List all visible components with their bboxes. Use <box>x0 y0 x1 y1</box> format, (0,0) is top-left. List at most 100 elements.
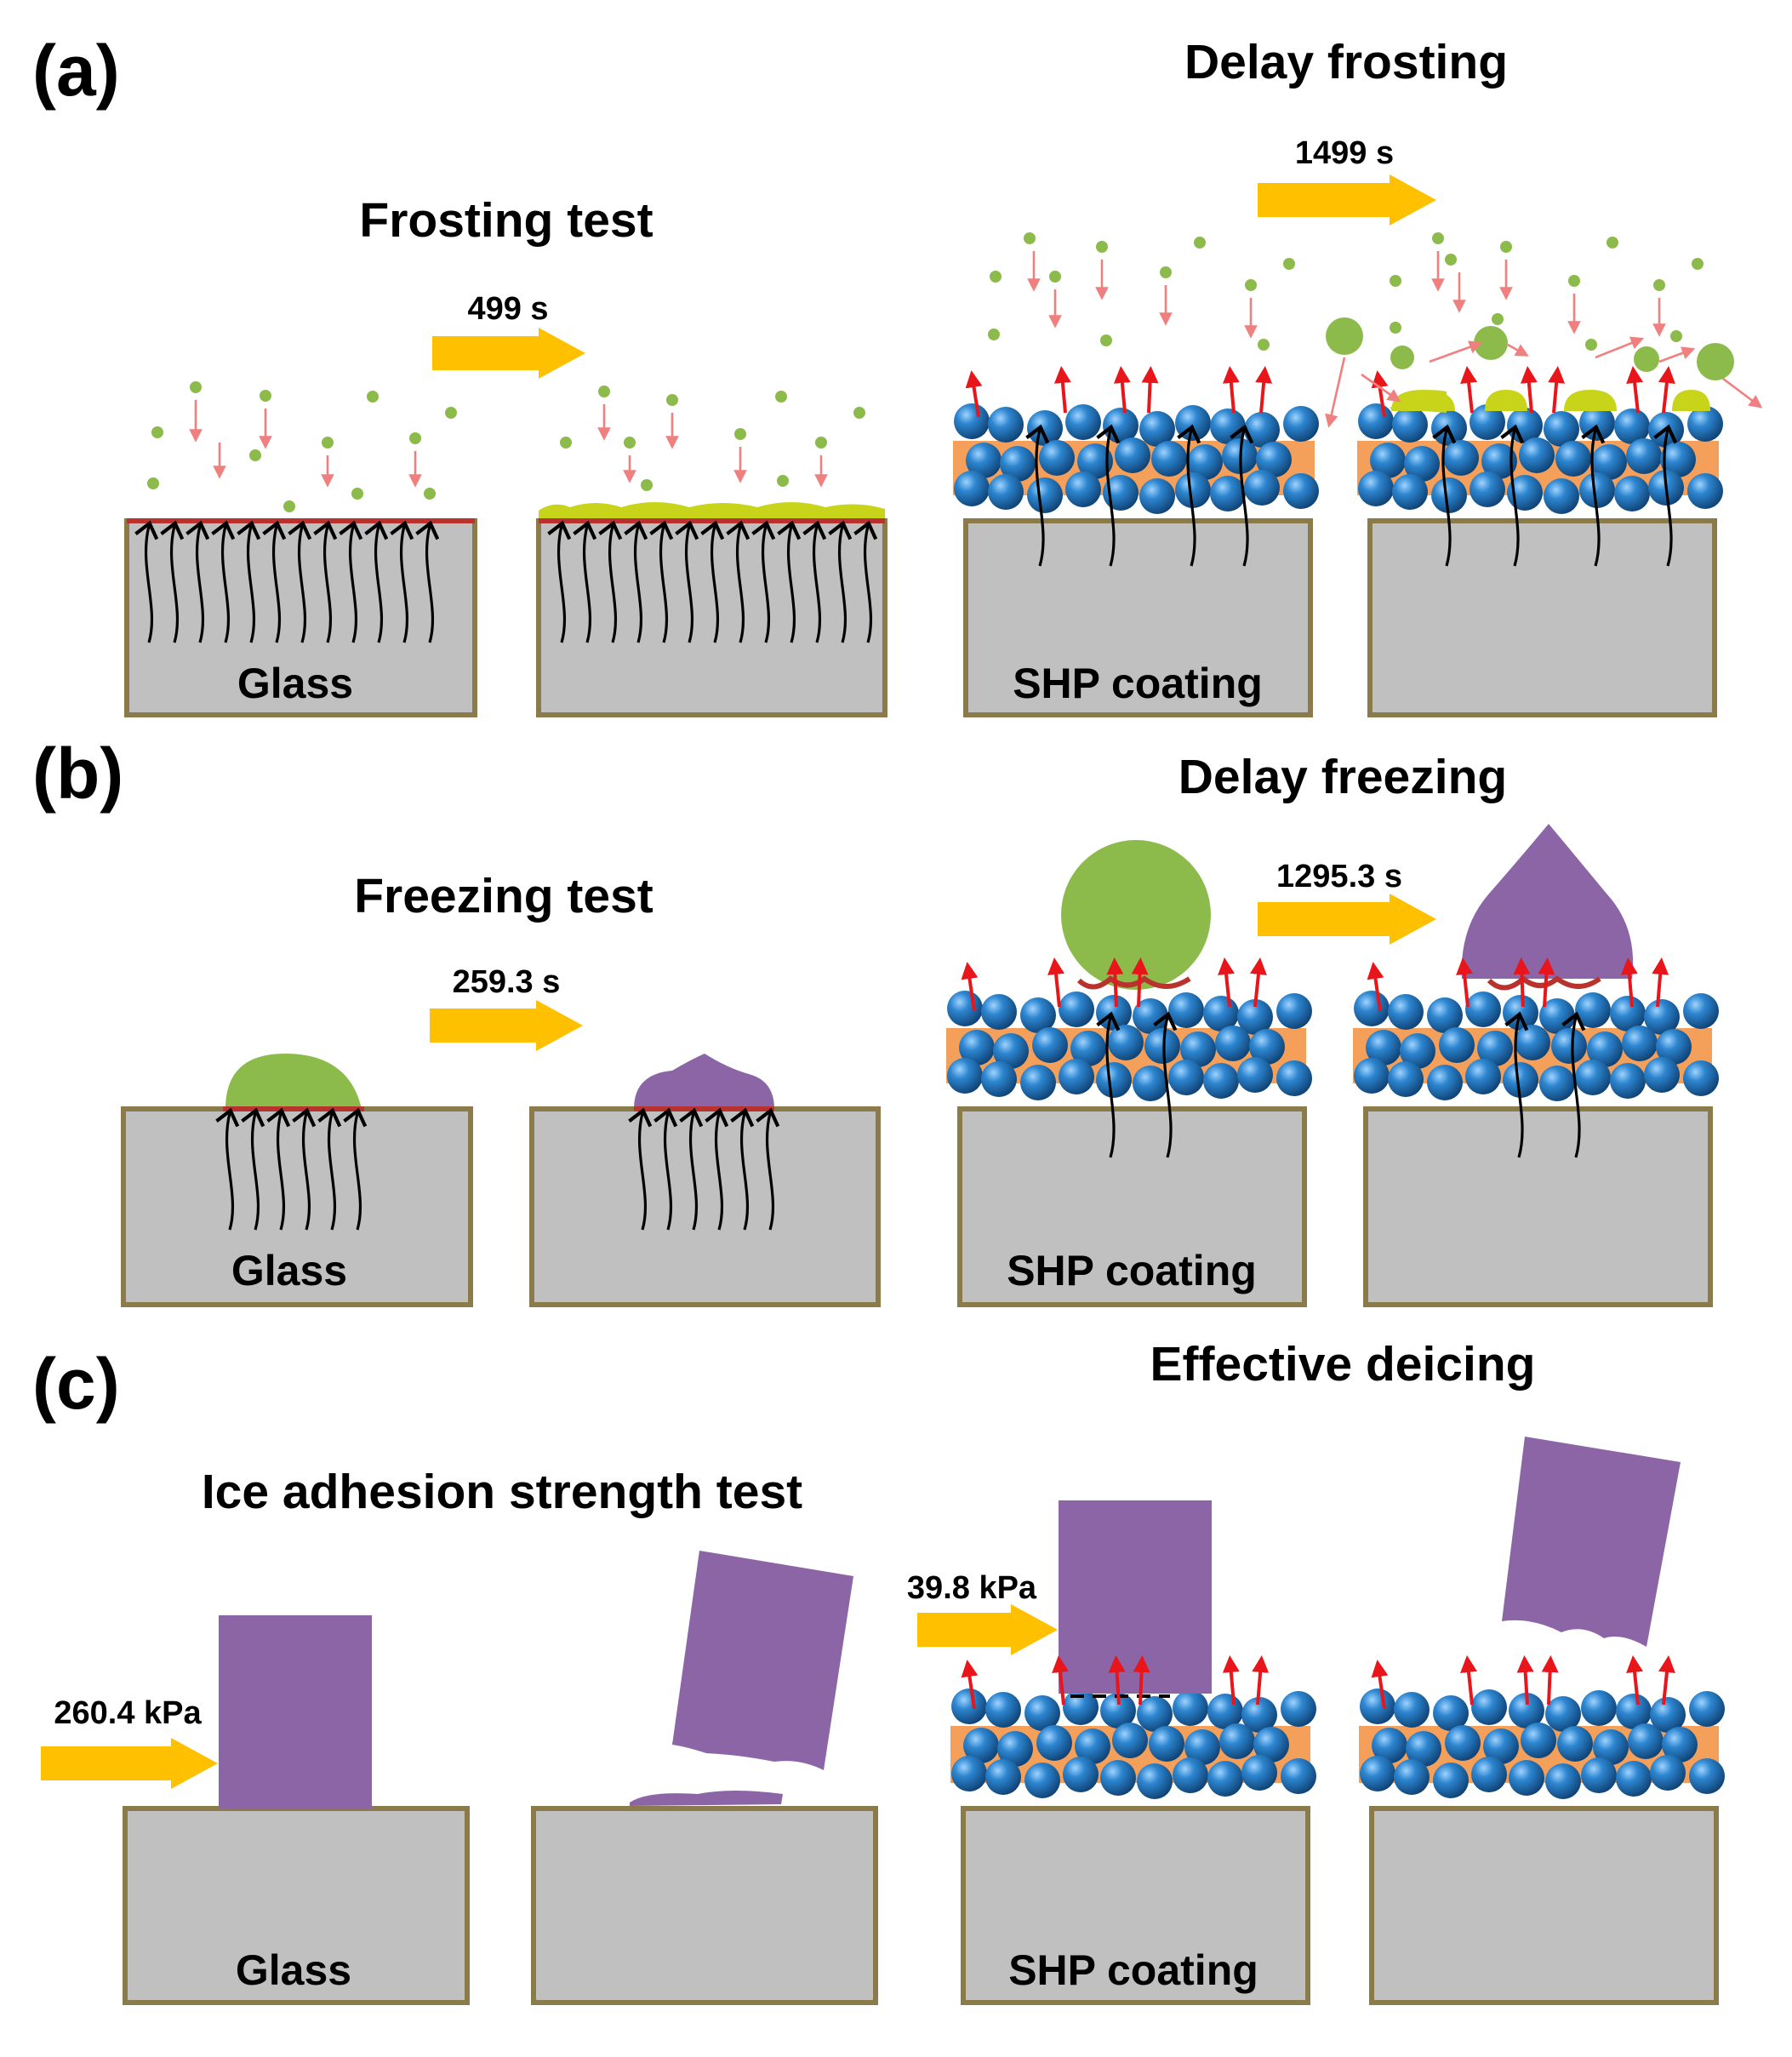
vapor-droplet <box>815 437 827 449</box>
heat-flow-arrow <box>628 1107 653 1231</box>
repel-arrow <box>1658 1655 1675 1706</box>
nanoparticle-sphere <box>1203 1063 1239 1099</box>
heat-flow-arrow <box>1096 1011 1121 1158</box>
nanoparticle-sphere <box>1431 477 1467 513</box>
heat-flow-arrow <box>185 520 210 643</box>
nanoparticle-sphere <box>1253 1727 1289 1763</box>
frost-patch <box>1485 390 1527 411</box>
vapor-droplet <box>283 500 295 512</box>
vapor-droplet <box>853 407 865 419</box>
panel-c-glass-label: Glass <box>236 1946 351 1994</box>
nanoparticle-sphere <box>1683 993 1719 1029</box>
heat-flow-arrow <box>547 520 572 643</box>
heat-flow-arrow <box>624 520 648 643</box>
heat-flow-arrow <box>1500 424 1525 567</box>
nanoparticle-sphere <box>1509 1693 1544 1728</box>
nanoparticle-sphere <box>1249 1029 1285 1065</box>
vapor-droplet <box>1445 254 1457 266</box>
vapor-droplet <box>990 271 1002 283</box>
condensed-droplet <box>1474 326 1508 360</box>
nanoparticle-sphere <box>1139 478 1175 514</box>
nanoparticle-sphere <box>1628 1723 1664 1759</box>
nanoparticle-sphere <box>1622 1026 1658 1061</box>
repel-arrow <box>1367 962 1384 1012</box>
nanoparticle-sphere <box>1519 437 1555 473</box>
nanoparticle-sphere <box>1471 1757 1507 1792</box>
nanoparticle-sphere <box>1616 1761 1652 1797</box>
nanoparticle-sphere <box>1149 1726 1184 1762</box>
vapor-droplet <box>1096 241 1108 253</box>
repel-arrow <box>1218 957 1235 1008</box>
nanoparticle-sphere <box>1433 1763 1469 1798</box>
condensed-droplet <box>1634 346 1659 372</box>
nanoparticle-sphere <box>963 1728 999 1763</box>
nanoparticle-sphere <box>988 474 1024 510</box>
heat-flow-arrow <box>705 1107 729 1231</box>
panel-a-left-time: 499 s <box>467 291 548 327</box>
nanoparticle-sphere <box>1660 442 1696 477</box>
nanoparticle-sphere <box>997 1731 1033 1767</box>
repel-arrow <box>1133 1655 1150 1706</box>
frozen-droplet <box>634 1054 774 1109</box>
nanoparticle-sphere <box>1545 1696 1581 1732</box>
vapor-droplet <box>1258 339 1270 351</box>
nanoparticle-sphere <box>1404 446 1440 482</box>
ice-block <box>1059 1500 1212 1694</box>
heat-flow-arrow <box>675 520 699 643</box>
substrate-block <box>536 518 887 717</box>
panel-a-right-time: 1499 s <box>1295 135 1394 171</box>
nanoparticle-sphere <box>1626 438 1662 474</box>
heat-flow-arrow <box>700 520 725 643</box>
nanoparticle-sphere <box>1689 1758 1725 1794</box>
nanoparticle-sphere <box>954 471 990 506</box>
vapor-arrow <box>1507 343 1529 357</box>
nanoparticle-sphere <box>1370 443 1406 478</box>
vapor-droplet <box>1024 232 1036 244</box>
nanoparticle-sphere <box>1644 999 1680 1035</box>
nanoparticle-sphere <box>1555 441 1591 477</box>
nanoparticle-sphere <box>1059 1059 1094 1094</box>
nanoparticle-sphere <box>1096 1062 1132 1098</box>
process-arrow <box>917 1604 1058 1655</box>
repel-arrow <box>965 370 983 418</box>
nanoparticle-sphere <box>1281 1691 1316 1727</box>
heat-flow-arrow <box>160 520 185 643</box>
repel-arrow <box>961 962 979 1012</box>
heat-flow-arrow <box>1025 424 1050 567</box>
panel-c-left-force: 260.4 kPa <box>54 1695 202 1731</box>
nanoparticle-sphere <box>1063 1757 1099 1792</box>
heat-flow-arrow <box>573 520 597 643</box>
nanoparticle-sphere <box>981 1061 1017 1097</box>
nanoparticle-sphere <box>1115 437 1150 473</box>
nanoparticle-sphere <box>1077 443 1113 479</box>
nanoparticle-sphere <box>1024 1763 1060 1798</box>
repel-arrow <box>1052 1655 1069 1706</box>
nanoparticle-sphere <box>1406 1731 1441 1767</box>
nanoparticle-sphere <box>1168 992 1204 1028</box>
vapor-droplet <box>641 479 653 491</box>
nanoparticle-sphere <box>1388 994 1424 1030</box>
panel-c-right-force: 39.8 kPa <box>907 1570 1037 1606</box>
panel-b-right-title: Delay freezing <box>1178 750 1507 804</box>
heat-flow-arrow <box>215 1107 240 1231</box>
nanoparticle-sphere <box>1173 1690 1208 1726</box>
repel-arrow <box>1131 957 1149 1008</box>
nanoparticle-sphere <box>1616 1694 1652 1729</box>
nanoparticle-sphere <box>1283 473 1319 509</box>
heat-flow-arrow <box>802 520 827 643</box>
vapor-droplet <box>1607 237 1618 249</box>
repel-arrow <box>1538 957 1555 1008</box>
heat-flow-arrow <box>679 1107 704 1231</box>
nanoparticle-sphere <box>1388 1061 1424 1097</box>
repel-arrow <box>1222 366 1240 414</box>
heat-flow-arrow <box>1153 1011 1178 1158</box>
heat-flow-arrow <box>241 1107 265 1231</box>
nanoparticle-sphere <box>1256 442 1292 477</box>
vapor-droplet <box>260 390 271 402</box>
heat-flow-arrow <box>1230 424 1254 567</box>
nanoparticle-sphere <box>1036 1725 1072 1761</box>
heat-flow-arrow <box>364 520 389 643</box>
repel-arrow <box>1520 366 1538 414</box>
interface-line <box>1076 975 1191 990</box>
nanoparticle-sphere <box>1020 1065 1056 1100</box>
